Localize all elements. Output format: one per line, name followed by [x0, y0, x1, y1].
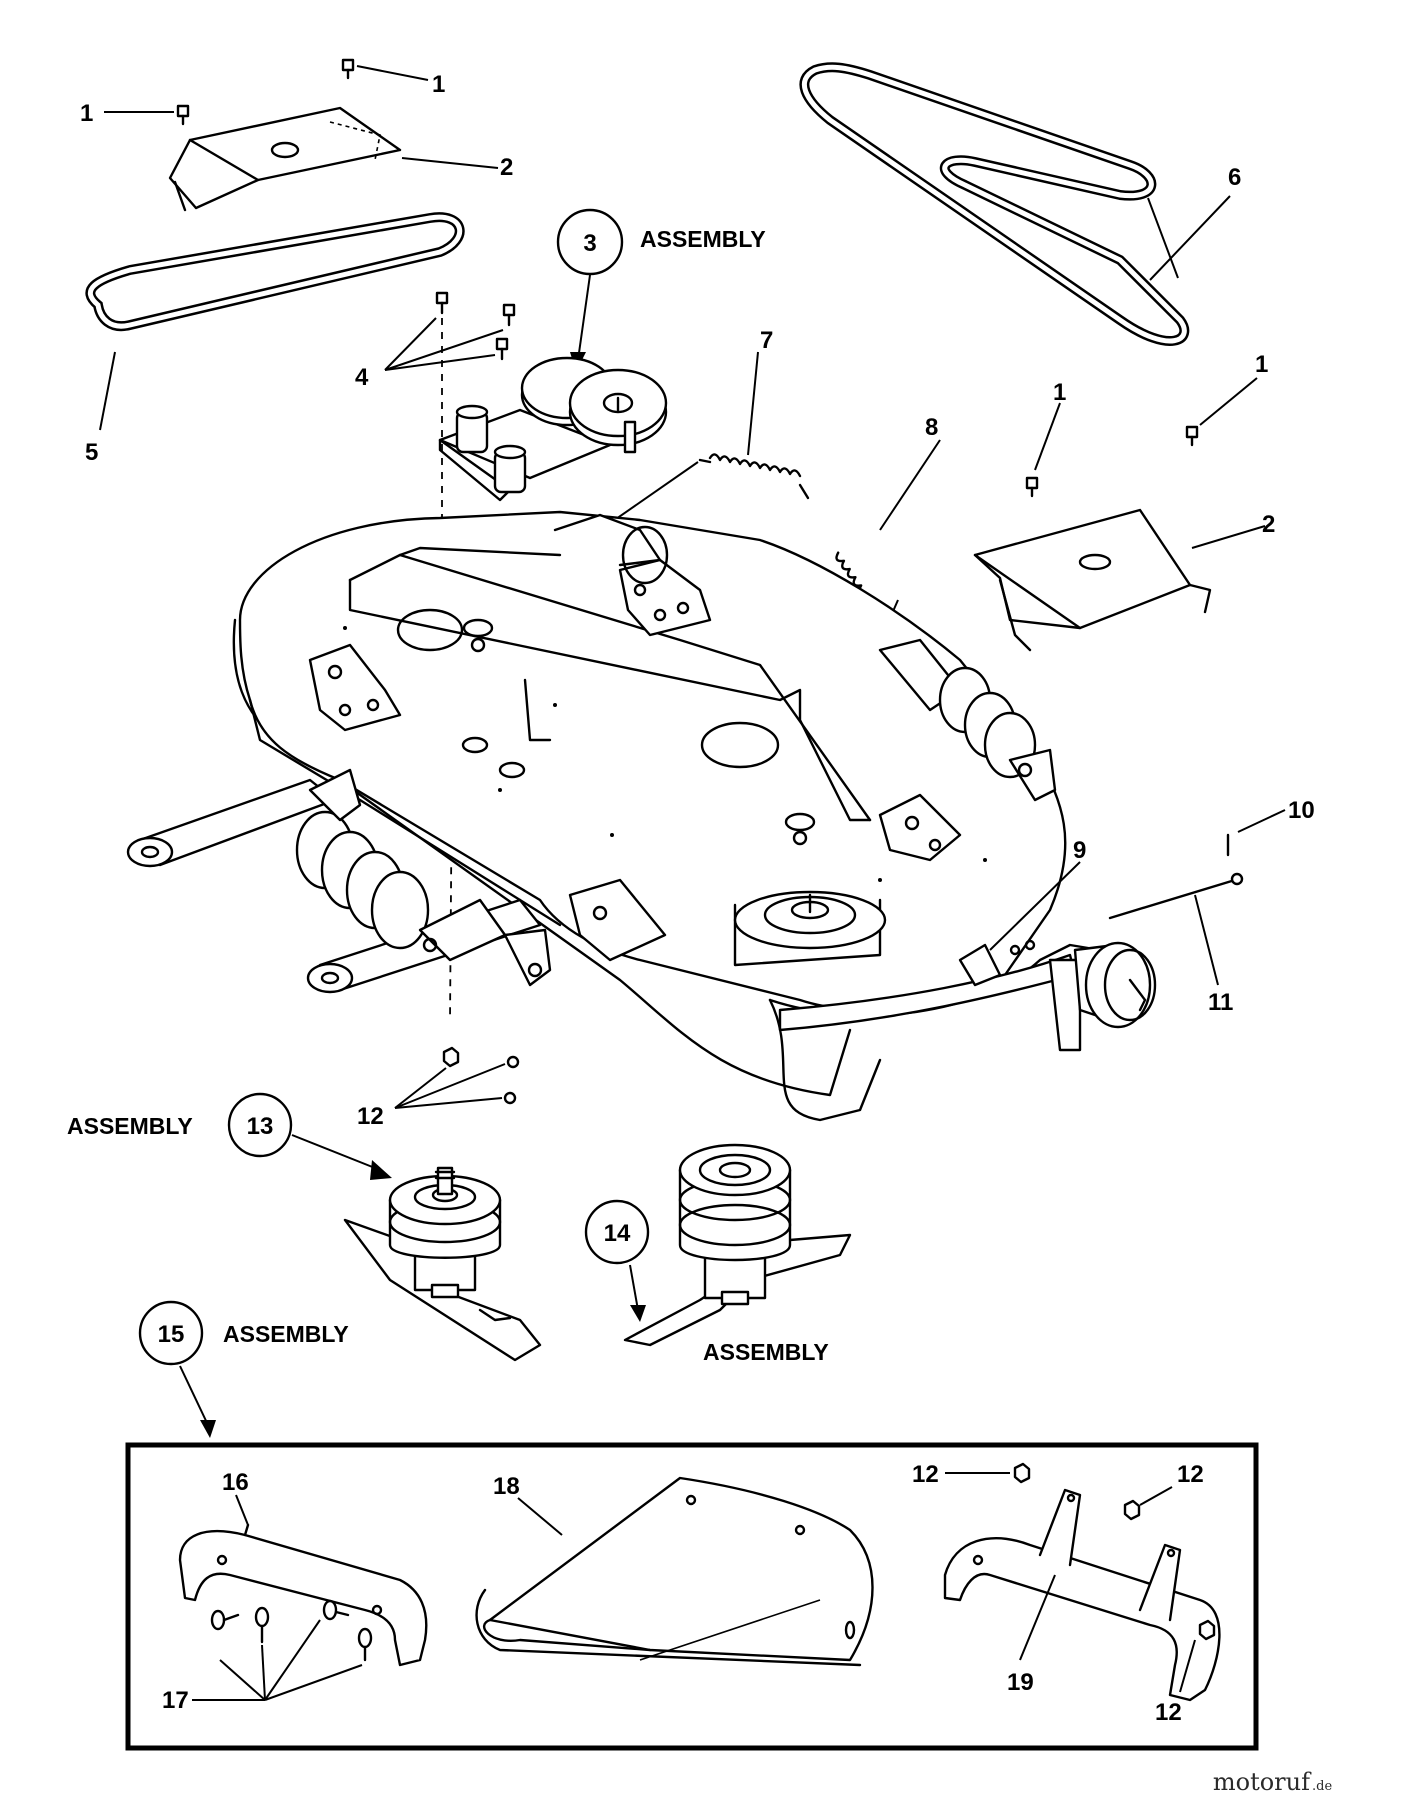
discharge-chute-part-18[interactable]: [475, 1476, 874, 1667]
bracket-part-19[interactable]: [943, 1488, 1221, 1702]
callout-14: 14: [604, 1220, 631, 1247]
callout-circle-13: [227, 1092, 293, 1158]
callout-1: 1: [432, 71, 445, 98]
watermark-logo: motoruf .de: [1213, 1768, 1333, 1796]
callout-16: 16: [222, 1469, 249, 1496]
assembly-15-frame: [125, 1442, 1259, 1751]
callout-9: 9: [1073, 837, 1086, 864]
assembly-label-3: ASSEMBLY: [640, 226, 766, 252]
callout-8: 8: [925, 414, 938, 441]
deck-shield-part-2-right[interactable]: [973, 508, 1212, 652]
callout-2: 2: [1262, 511, 1275, 538]
idler-pivot-center[interactable]: [462, 618, 494, 653]
watermark-text: motoruf: [1213, 1768, 1312, 1796]
callout-11: 11: [1208, 989, 1233, 1016]
callout-15: 15: [158, 1321, 185, 1348]
idler-bracket-assembly-3[interactable]: [438, 356, 668, 502]
callout-1: 1: [1053, 379, 1066, 406]
assembly-label-15: ASSEMBLY: [223, 1321, 349, 1347]
belt-part-6[interactable]: [799, 62, 1190, 346]
nuts-part-12-assembly-15[interactable]: [1013, 1462, 1216, 1641]
rod-part-11[interactable]: [1108, 872, 1244, 920]
spindle-blade-assembly-13[interactable]: [343, 1166, 542, 1362]
bolt-part-1-mid-right[interactable]: [1025, 476, 1039, 498]
callout-19: 19: [1007, 1669, 1034, 1696]
front-axle-assembly[interactable]: [126, 768, 552, 994]
belt-part-5[interactable]: [85, 212, 465, 332]
callout-13: 13: [247, 1113, 274, 1140]
callout-12: 12: [912, 1461, 939, 1488]
callout-17: 17: [162, 1687, 189, 1714]
deck-bracket-rear-right[interactable]: [878, 793, 962, 862]
callout-12: 12: [1155, 1699, 1182, 1726]
callout-3: 3: [583, 230, 596, 257]
deck-bracket-rear-left[interactable]: [568, 878, 667, 962]
assembly-label-13: ASSEMBLY: [67, 1113, 193, 1139]
callout-circle-15: [138, 1300, 204, 1366]
idler-pivot-right[interactable]: [784, 812, 816, 846]
callout-7: 7: [760, 327, 773, 354]
spindle-pulley-deck-right[interactable]: [733, 890, 887, 967]
callout-2: 2: [500, 154, 513, 181]
bracket-part-16[interactable]: [178, 1523, 428, 1667]
deck-bracket-front-left[interactable]: [308, 643, 402, 732]
bolt-part-1-top[interactable]: [341, 58, 355, 80]
nuts-part-12[interactable]: [442, 1046, 520, 1105]
mower-deck-housing[interactable]: [232, 510, 1102, 1122]
spring-part-7[interactable]: [698, 453, 810, 500]
callout-1: 1: [1255, 351, 1268, 378]
bolt-part-1-right[interactable]: [1185, 425, 1199, 447]
bolt-part-1-left[interactable]: [176, 104, 190, 126]
bolts-part-17[interactable]: [210, 1599, 373, 1662]
deck-shield-part-2-left[interactable]: [168, 106, 402, 212]
bolts-part-4[interactable]: [435, 291, 516, 361]
callout-1: 1: [80, 100, 93, 127]
deck-tab-top-rear[interactable]: [553, 513, 669, 585]
rear-roller-assembly-right[interactable]: [878, 638, 1057, 802]
callout-12: 12: [357, 1103, 384, 1130]
callout-12: 12: [1177, 1461, 1204, 1488]
spindle-blade-assembly-14[interactable]: [623, 1143, 852, 1347]
rear-wheel-right[interactable]: [1073, 941, 1157, 1029]
callout-6: 6: [1228, 164, 1241, 191]
callout-5: 5: [85, 439, 98, 466]
callout-4: 4: [355, 364, 369, 391]
callout-10: 10: [1288, 797, 1315, 824]
callout-circle-14: [584, 1199, 650, 1265]
watermark-suffix: .de: [1312, 1779, 1332, 1794]
deflector-bar-part-9[interactable]: [778, 939, 1082, 1052]
callout-18: 18: [493, 1473, 520, 1500]
assembly-label-14: ASSEMBLY: [703, 1339, 829, 1365]
callout-circle-3: [556, 208, 624, 276]
